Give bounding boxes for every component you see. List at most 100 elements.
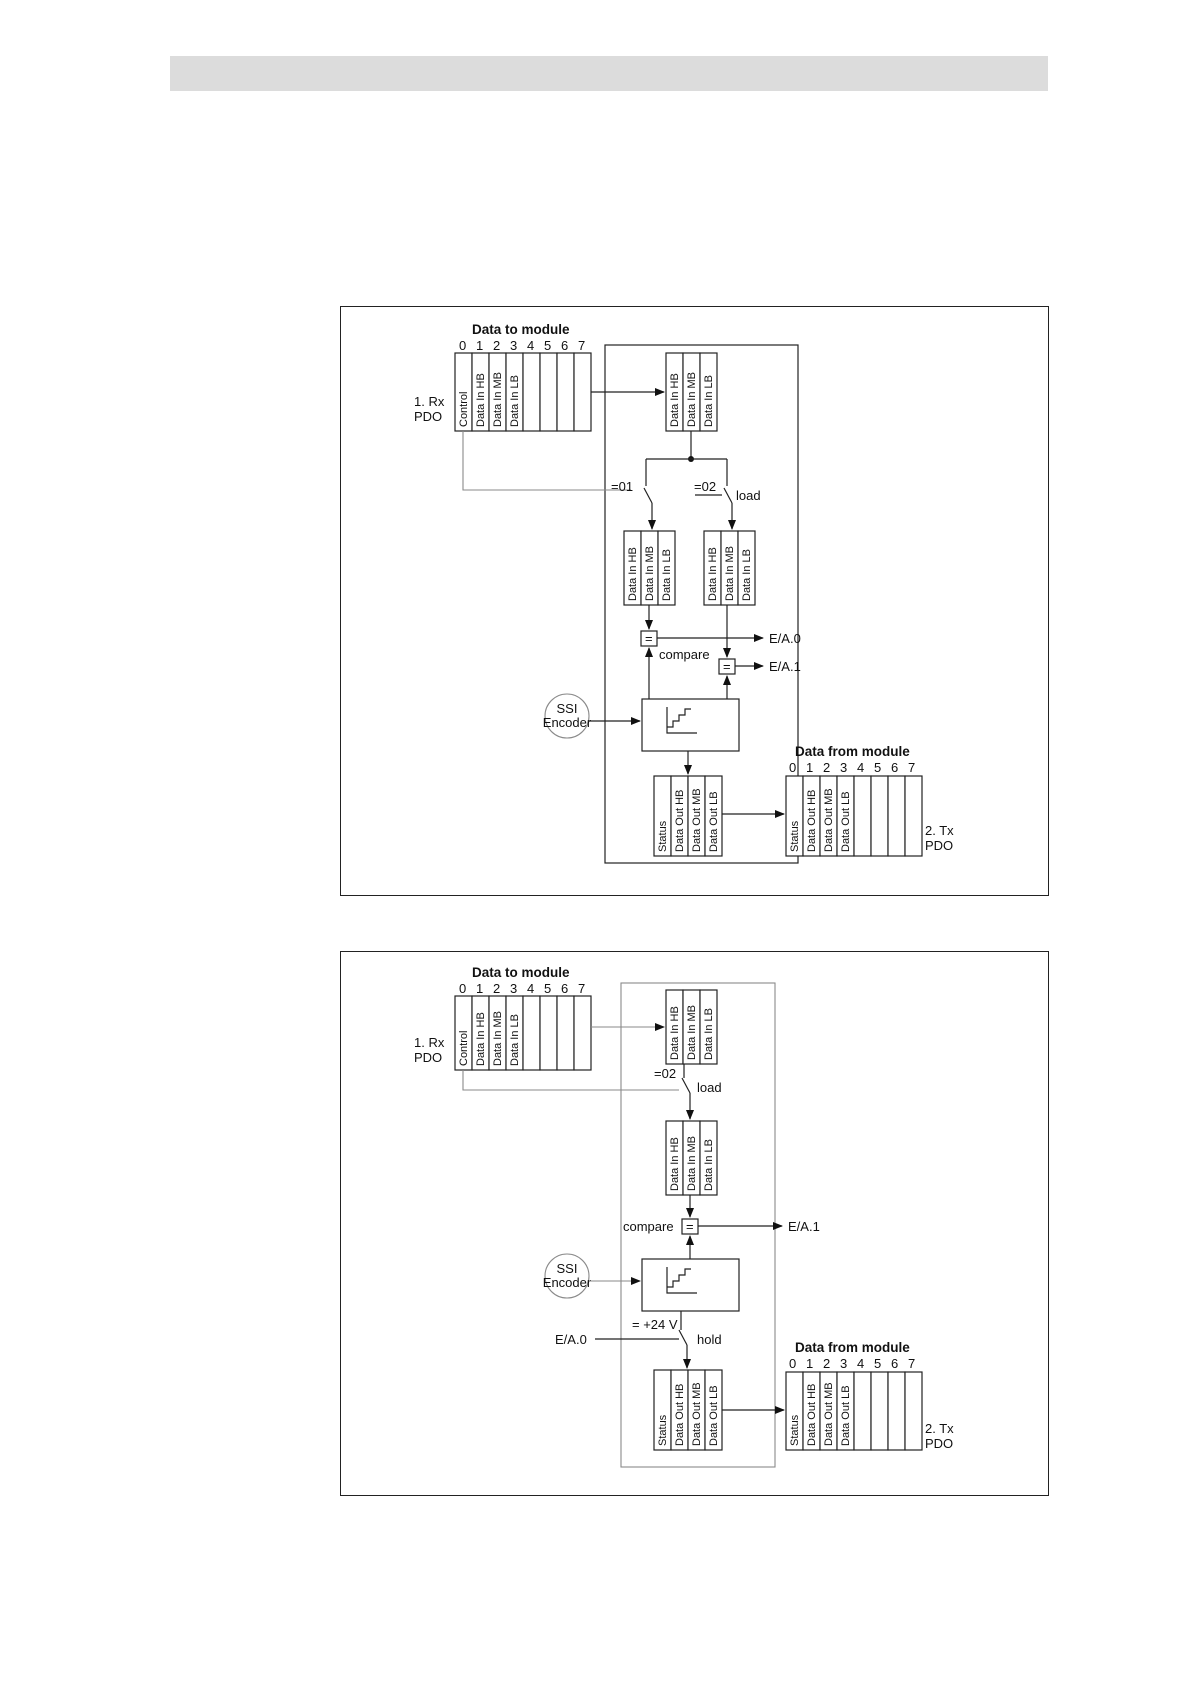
svg-text:0: 0	[789, 1356, 796, 1371]
svg-text:2: 2	[493, 981, 500, 996]
rx-byte-indices: 0 1 2 3 4 5 6 7	[459, 338, 585, 353]
staircase-icon	[667, 708, 691, 728]
data-from-module-title: Data from module	[795, 1340, 910, 1355]
module-outline	[604, 344, 799, 864]
svg-text:Data In HB: Data In HB	[707, 547, 719, 601]
rx-pdo-label-2: PDO	[414, 409, 442, 424]
svg-text:Data Out MB: Data Out MB	[691, 1382, 703, 1446]
svg-text:0: 0	[459, 981, 466, 996]
ssi-encoder	[544, 1253, 590, 1299]
compare-label: compare	[659, 647, 710, 662]
input-register-top: Data In HB Data In MB Data In LB	[665, 352, 718, 432]
svg-text:Data In LB: Data In LB	[509, 375, 521, 427]
header-bar	[170, 56, 1048, 91]
svg-text:0: 0	[789, 760, 796, 775]
svg-text:Encoder: Encoder	[543, 715, 592, 730]
svg-text:Data In LB: Data In LB	[741, 549, 753, 601]
svg-text:Data In LB: Data In LB	[703, 1008, 715, 1060]
input-ea0: E/A.0	[555, 1332, 587, 1347]
output-ea1: E/A.1	[788, 1219, 820, 1234]
svg-text:6: 6	[891, 760, 898, 775]
rx-pdo-label-1: 1. Rx	[414, 1035, 445, 1050]
diagram-2-svg: Data to module 0 1 2 3 4 5 6 7 Control D…	[414, 965, 954, 1468]
svg-text:Data Out HB: Data Out HB	[674, 1384, 686, 1446]
tx-pdo-label-2: PDO	[925, 1436, 953, 1451]
data-from-module-title: Data from module	[795, 744, 910, 759]
eq02-label: =02	[654, 1066, 676, 1081]
svg-text:1: 1	[476, 981, 483, 996]
svg-text:Data Out MB: Data Out MB	[823, 788, 835, 852]
svg-text:6: 6	[561, 981, 568, 996]
tx-pdo-label-2: PDO	[925, 838, 953, 853]
output-register: Status Data Out HB Data Out MB Data Out …	[653, 1369, 723, 1451]
control-line	[462, 431, 631, 491]
svg-text:7: 7	[578, 981, 585, 996]
voltage-label: = +24 V	[632, 1317, 678, 1332]
svg-text:7: 7	[578, 338, 585, 353]
switch-01	[643, 487, 653, 504]
svg-text:5: 5	[544, 981, 551, 996]
svg-text:Data In HB: Data In HB	[475, 373, 487, 427]
svg-text:Data In LB: Data In LB	[703, 1139, 715, 1191]
svg-text:Data Out HB: Data Out HB	[806, 1384, 818, 1446]
svg-text:Data Out LB: Data Out LB	[840, 791, 852, 852]
input-register-top: Data In HB Data In MB Data In LB	[665, 989, 718, 1065]
svg-text:Data In MB: Data In MB	[686, 372, 698, 427]
svg-text:5: 5	[544, 338, 551, 353]
diagram-frame-2: Data to module 0 1 2 3 4 5 6 7 Control D…	[340, 951, 1049, 1496]
svg-text:6: 6	[891, 1356, 898, 1371]
rx-pdo-table: Control Data In HB Data In MB Data In LB	[454, 995, 592, 1071]
svg-text:=: =	[645, 631, 653, 646]
svg-text:1: 1	[806, 1356, 813, 1371]
svg-text:Data Out LB: Data Out LB	[840, 1385, 852, 1446]
svg-text:1: 1	[806, 760, 813, 775]
svg-text:4: 4	[527, 338, 534, 353]
svg-text:Data In MB: Data In MB	[644, 546, 656, 601]
svg-text:2: 2	[493, 338, 500, 353]
svg-text:Encoder: Encoder	[543, 1275, 592, 1290]
svg-text:4: 4	[857, 1356, 864, 1371]
register-left: Data In HB Data In MB Data In LB	[623, 530, 676, 606]
svg-text:7: 7	[908, 760, 915, 775]
data-to-module-title: Data to module	[472, 965, 570, 980]
counter-block	[641, 1258, 740, 1312]
svg-text:2: 2	[823, 1356, 830, 1371]
svg-text:Data In LB: Data In LB	[703, 375, 715, 427]
svg-text:Data Out MB: Data Out MB	[691, 788, 703, 852]
svg-text:4: 4	[527, 981, 534, 996]
register-right: Data In HB Data In MB Data In LB	[703, 530, 756, 606]
load-label: load	[736, 488, 761, 503]
output-ea1: E/A.1	[769, 659, 801, 674]
eq02-label: =02	[694, 479, 716, 494]
svg-text:Status: Status	[789, 820, 801, 852]
svg-text:Control: Control	[458, 1031, 470, 1066]
switch-hold	[678, 1329, 688, 1346]
svg-text:2: 2	[823, 760, 830, 775]
svg-text:Status: Status	[789, 1414, 801, 1446]
tx-pdo-label-1: 2. Tx	[925, 1421, 954, 1436]
svg-text:1: 1	[476, 338, 483, 353]
svg-text:Data In MB: Data In MB	[724, 546, 736, 601]
svg-text:Data In LB: Data In LB	[661, 549, 673, 601]
svg-text:Data In HB: Data In HB	[627, 547, 639, 601]
switch-02	[681, 1077, 691, 1094]
svg-text:5: 5	[874, 1356, 881, 1371]
hold-label: hold	[697, 1332, 722, 1347]
svg-text:3: 3	[510, 981, 517, 996]
output-register: Status Data Out HB Data Out MB Data Out …	[653, 775, 723, 857]
svg-text:3: 3	[840, 1356, 847, 1371]
svg-text:0: 0	[459, 338, 466, 353]
tx-byte-indices: 0 1 2 3 4 5 6 7	[789, 760, 915, 775]
diagram-frame-1: Data to module 0 1 2 3 4 5 6 7 Control D…	[340, 306, 1049, 896]
rx-pdo-label-1: 1. Rx	[414, 394, 445, 409]
output-ea0: E/A.0	[769, 631, 801, 646]
counter-block	[641, 698, 740, 752]
data-to-module-title: Data to module	[472, 322, 570, 337]
svg-text:Data In HB: Data In HB	[669, 373, 681, 427]
svg-text:=: =	[723, 659, 731, 674]
svg-text:Data Out LB: Data Out LB	[708, 1385, 720, 1446]
tx-pdo-table: Status Data Out HB Data Out MB Data Out …	[785, 1371, 923, 1451]
staircase-icon	[667, 1268, 691, 1288]
switch-02	[723, 487, 733, 504]
svg-text:Data Out HB: Data Out HB	[674, 790, 686, 852]
